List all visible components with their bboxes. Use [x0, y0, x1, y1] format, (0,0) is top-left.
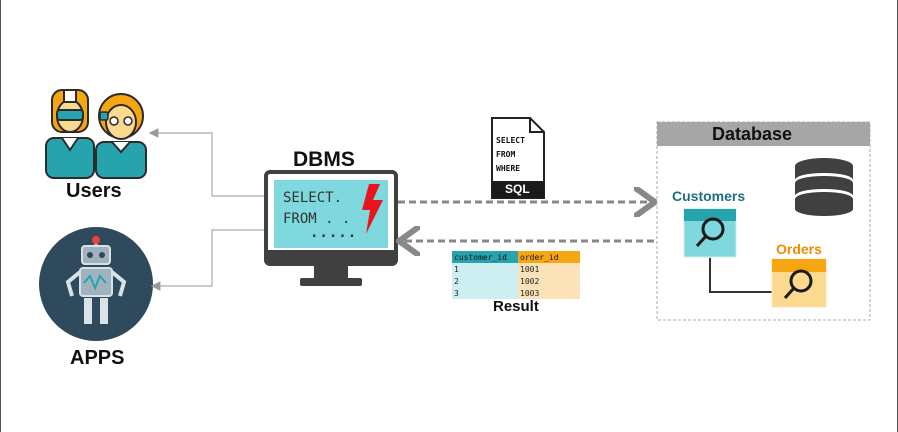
result-cell: 2 [452, 275, 518, 287]
result-header-order-id: order_id [518, 251, 580, 263]
result-cell: 1003 [518, 287, 580, 299]
result-label: Result [493, 298, 539, 315]
result-cell: 3 [452, 287, 518, 299]
result-cell: 1002 [518, 275, 580, 287]
monitor-line-1: SELECT. [283, 190, 343, 206]
apps-connector [150, 229, 264, 291]
result-header-customer-id: customer_id [452, 251, 518, 263]
customers-table-icon [683, 208, 737, 258]
database-cylinder-icon [795, 158, 853, 216]
users-icon [45, 89, 147, 179]
customers-label: Customers [672, 188, 746, 204]
monitor-line-3: ..... [310, 225, 358, 241]
table-row: 1 1001 [452, 263, 580, 275]
robot-icon [39, 227, 153, 341]
table-relationship-line [709, 258, 772, 293]
table-row: 2 1002 [452, 275, 580, 287]
sql-badge: SQL [505, 182, 530, 196]
dbms-monitor-icon [264, 170, 398, 286]
result-table: customer_id order_id 1 1001 2 1002 3 100… [452, 251, 580, 299]
user-connector [148, 128, 264, 197]
result-table-header-row: customer_id order_id [452, 251, 580, 263]
sql-doc-line-1: SELECT [496, 136, 525, 145]
database-title: Database [712, 124, 793, 144]
result-cell: 1 [452, 263, 518, 275]
result-cell: 1001 [518, 263, 580, 275]
frame-border-left [0, 0, 1, 432]
sql-document-icon [491, 117, 545, 199]
sql-doc-line-3: WHERE [496, 164, 521, 173]
sql-doc-line-2: FROM [496, 150, 516, 159]
apps-label: APPS [70, 347, 125, 369]
orders-table-icon [771, 258, 827, 308]
table-row: 3 1003 [452, 287, 580, 299]
orders-label: Orders [776, 241, 822, 257]
dbms-label: DBMS [293, 148, 355, 171]
users-label: Users [66, 180, 122, 202]
monitor-line-2: FROM . . [283, 211, 351, 227]
